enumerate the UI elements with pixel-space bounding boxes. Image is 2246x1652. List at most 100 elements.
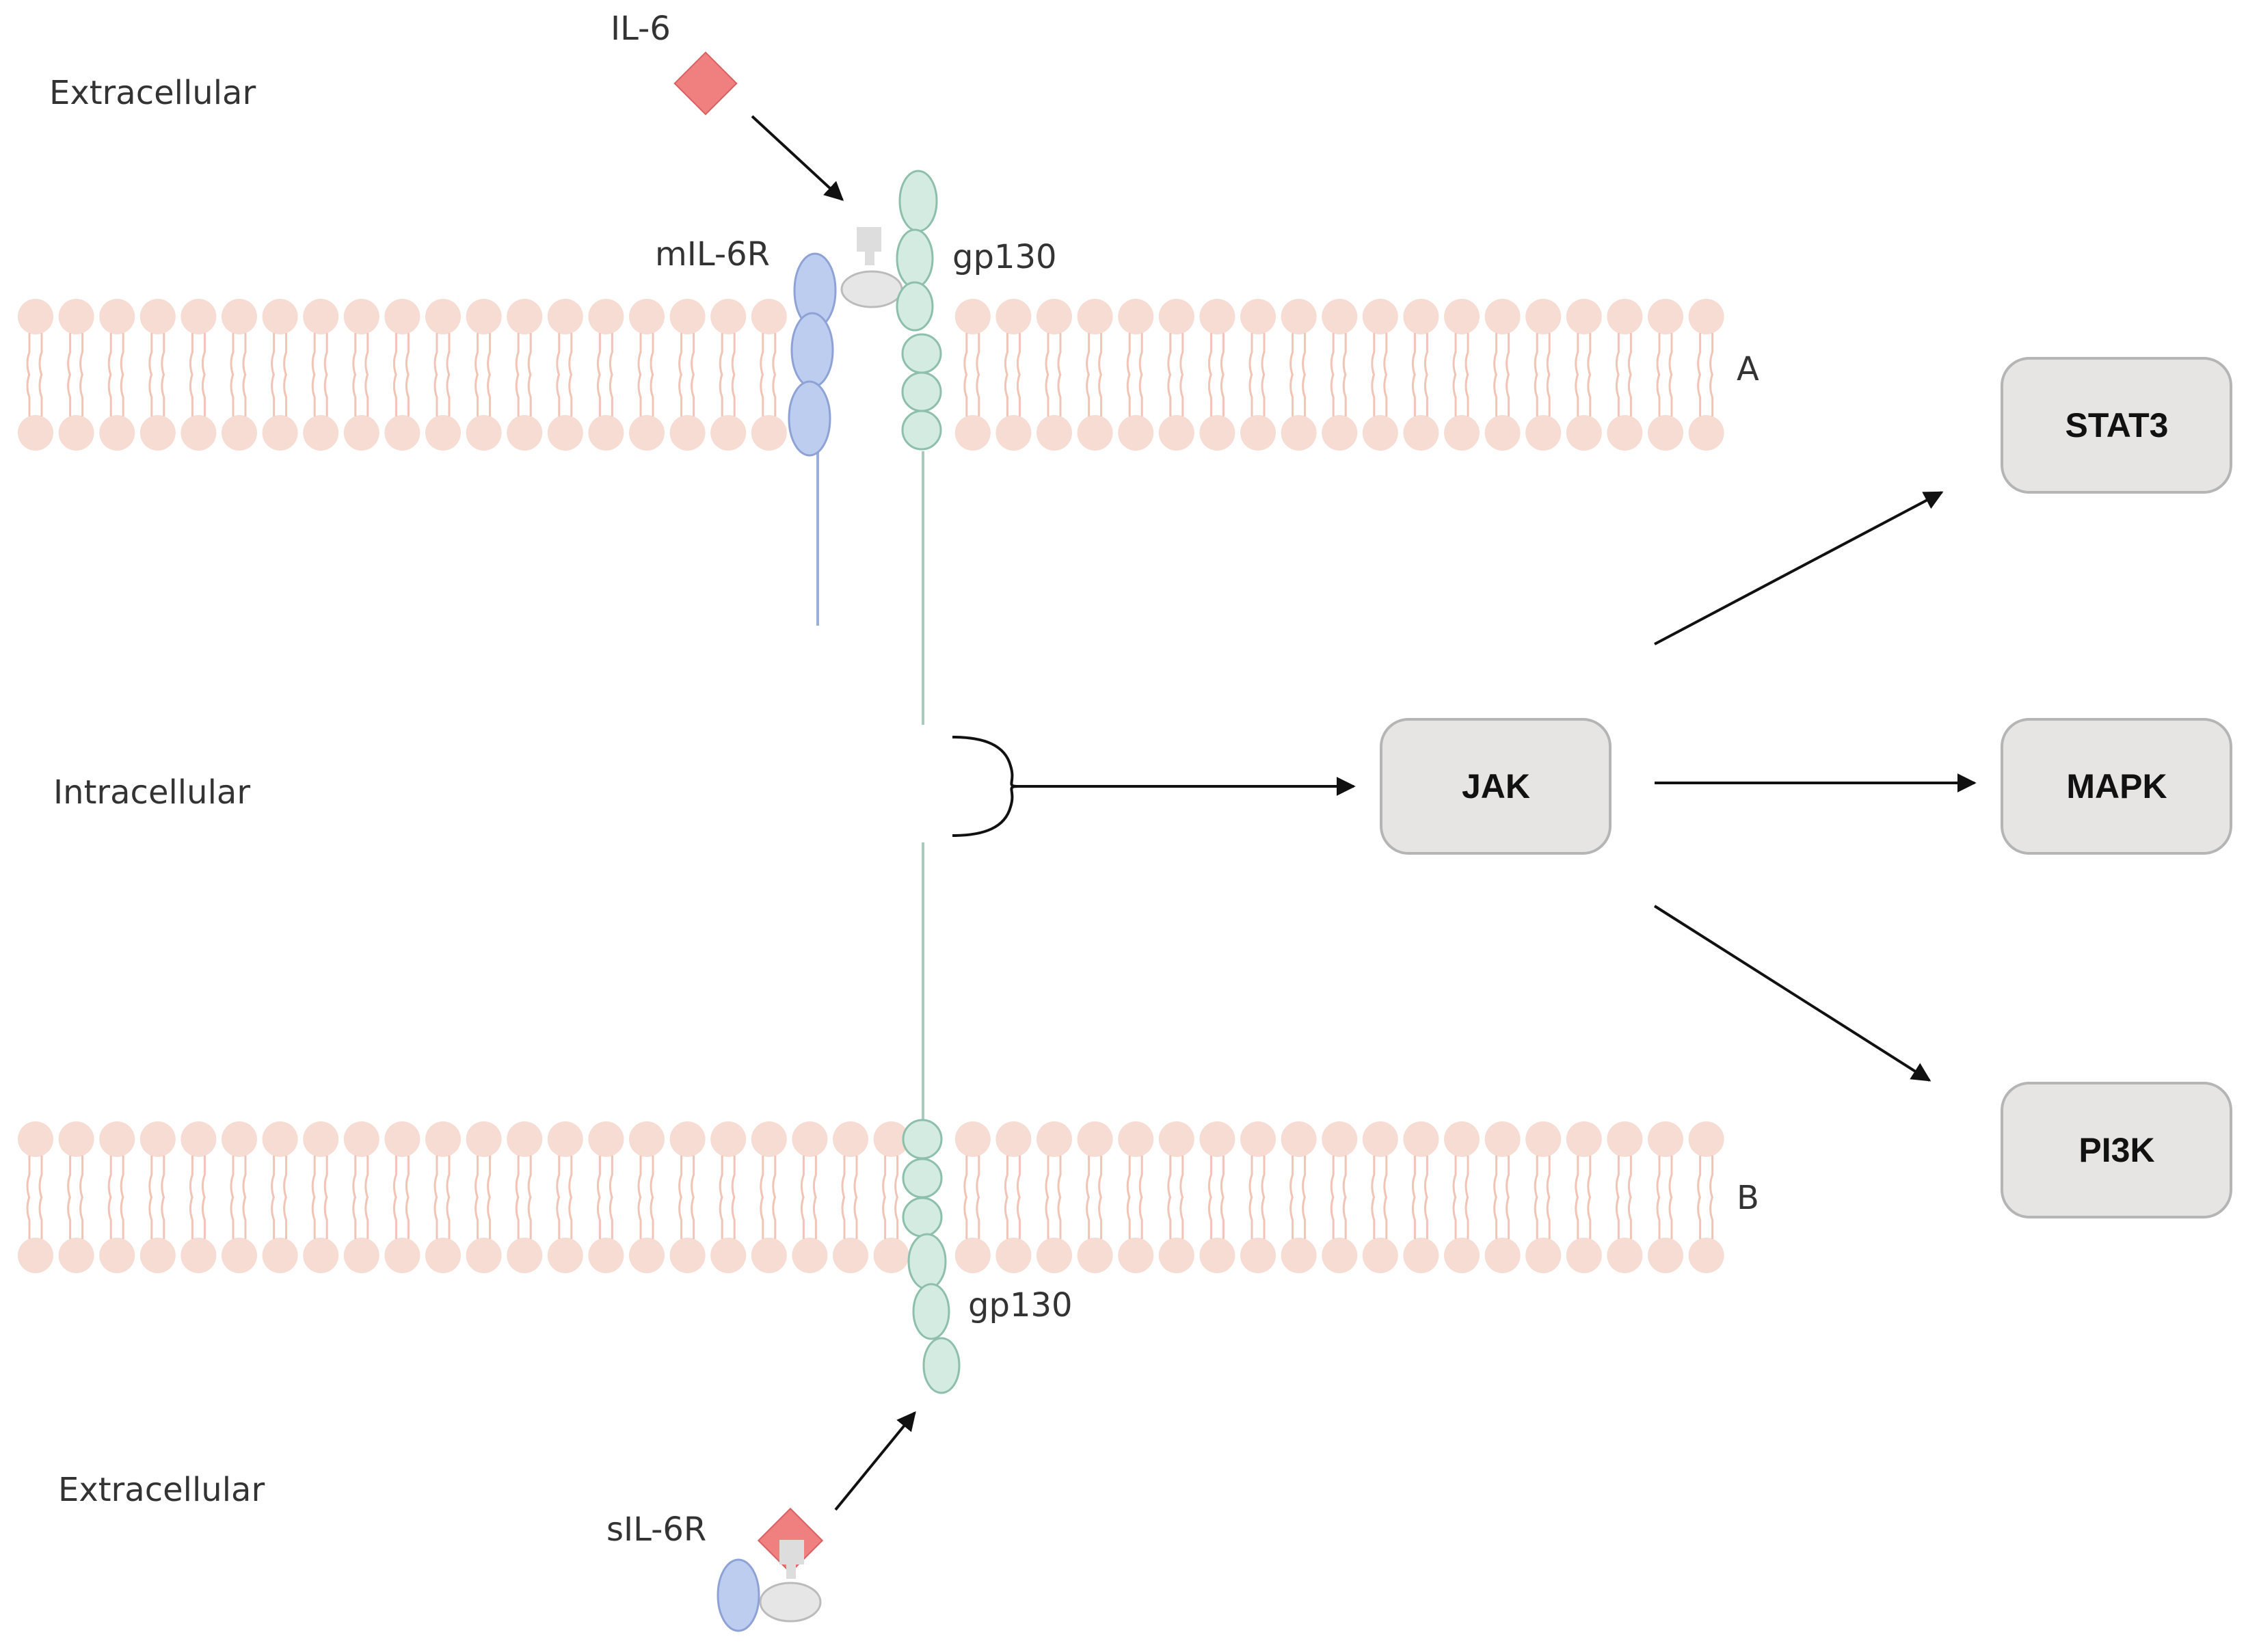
lipid-head [1688, 1121, 1724, 1157]
lipid-tail [556, 373, 561, 416]
jak-node: JAK [1380, 718, 1612, 855]
lipid-head [1525, 299, 1562, 334]
lipid-tail [800, 1156, 805, 1199]
lipid-tail [1411, 333, 1416, 376]
lipid-tail [691, 333, 695, 376]
lipid-head [99, 299, 135, 334]
lipid-head [1403, 1121, 1439, 1157]
lipid-tail [1342, 333, 1347, 376]
lipid-tail [760, 333, 764, 376]
lipid-head [262, 1238, 298, 1273]
gp130-bottom-label: gp130 [968, 1286, 1073, 1324]
lipid-head [1566, 1238, 1602, 1273]
lipid-tail [1179, 1196, 1184, 1239]
lipid-head [222, 299, 257, 334]
lipid-head [343, 299, 379, 334]
lipid-tail [882, 1196, 887, 1239]
lipid-tail [311, 373, 316, 416]
lipid-head [1607, 1121, 1643, 1157]
lipid-tail [853, 1196, 858, 1239]
lipid-tail [283, 333, 288, 376]
lipid-tail [1709, 1156, 1714, 1199]
lipid-tail [1045, 373, 1050, 416]
lipid-head [1607, 1238, 1643, 1273]
lipid-tail [556, 333, 561, 376]
lipid-tail [1167, 333, 1172, 376]
lipid-tail [1207, 1196, 1212, 1239]
lipid-tail [1004, 1156, 1008, 1199]
lipid-head [1362, 1238, 1398, 1273]
lipid-head [1566, 415, 1602, 451]
lipid-tail [1126, 373, 1131, 416]
lipid-head [1037, 415, 1072, 451]
lipid-tail [446, 1156, 451, 1199]
lipid-tail [1411, 1156, 1416, 1199]
lipid-tail [1371, 1196, 1376, 1239]
lipid-tail [1506, 373, 1510, 416]
lipid-head [58, 299, 94, 334]
lipid-tail [1138, 373, 1143, 416]
lipid-tail [812, 1196, 817, 1239]
lipid-tail [1261, 1156, 1266, 1199]
lipid-tail [1302, 1156, 1307, 1199]
stat3-node: STAT3 [2001, 357, 2232, 494]
lipid-tail [1546, 373, 1551, 416]
lipid-head [99, 1121, 135, 1157]
lipid-tail [189, 1156, 193, 1199]
lipid-tail [148, 1156, 153, 1199]
lipid-head [1444, 1238, 1480, 1273]
lipid-head [547, 1121, 583, 1157]
lipid-tail [242, 1196, 247, 1239]
lipid-tail [1086, 1156, 1091, 1199]
lipid-head [343, 1238, 379, 1273]
lipid-tail [1126, 1156, 1131, 1199]
lipid-tail [1248, 1196, 1253, 1239]
lipid-tail [731, 1196, 736, 1239]
intracellular-label: Intracellular [53, 773, 250, 812]
lipid-head [710, 1121, 747, 1157]
lipid-head [222, 1121, 257, 1157]
lipid-head [995, 1121, 1032, 1157]
lipid-head [1077, 1238, 1113, 1273]
lipid-tail [1411, 373, 1416, 416]
lipid-head [58, 1121, 94, 1157]
mil6r-label: mIL-6R [655, 235, 770, 274]
lipid-tail [650, 1196, 654, 1239]
lipid-tail [527, 333, 532, 376]
lipid-head [1362, 415, 1398, 451]
mapk-node: MAPK [2001, 718, 2232, 855]
lipid-tail [189, 373, 193, 416]
lipid-tail [1506, 1196, 1510, 1239]
lipid-tail [772, 1196, 777, 1239]
lipid-tail [67, 1196, 72, 1239]
jak-to-pi3k-arrow [1653, 905, 1931, 1082]
lipid-tail [38, 373, 43, 416]
lipid-tail [515, 333, 520, 376]
lipid-tail [1465, 333, 1469, 376]
lipid-tail [1057, 373, 1062, 416]
lipid-head [1688, 1238, 1724, 1273]
lipid-tail [120, 1156, 124, 1199]
lipid-head [547, 415, 583, 451]
lipid-tail [1330, 333, 1335, 376]
lipid-tail [26, 333, 31, 376]
lipid-tail [1004, 373, 1008, 416]
lipid-head [18, 299, 53, 334]
lipid-tail [1342, 1196, 1347, 1239]
lipid-tail [1452, 333, 1457, 376]
lipid-head [343, 415, 379, 451]
lipid-head [222, 415, 257, 451]
lipid-tail [148, 333, 153, 376]
lipid-tail [323, 373, 328, 416]
lipid-head [954, 1121, 991, 1157]
lipid-tail [1167, 373, 1172, 416]
lipid-head [139, 415, 176, 451]
lipid-tail [1423, 333, 1428, 376]
lipid-head [18, 1121, 53, 1157]
lipid-tail [596, 1196, 601, 1239]
lipid-tail [568, 373, 573, 416]
lipid-tail [515, 1156, 520, 1199]
lipid-tail [609, 1196, 613, 1239]
lipid-head [99, 415, 135, 451]
lipid-tail [1289, 1196, 1294, 1239]
